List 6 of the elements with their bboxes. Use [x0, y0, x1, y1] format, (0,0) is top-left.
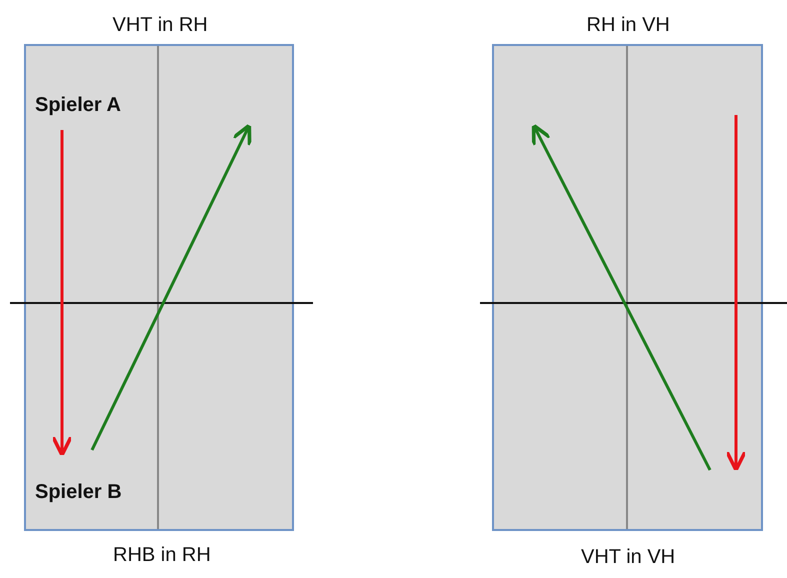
caption: VHT in VH [581, 545, 676, 569]
caption: RHB in RH [113, 543, 211, 567]
heading: RH in VH [586, 13, 670, 37]
player-label: Spieler A [35, 93, 121, 117]
heading: VHT in RH [112, 13, 208, 37]
player-label: Spieler B [35, 480, 122, 504]
